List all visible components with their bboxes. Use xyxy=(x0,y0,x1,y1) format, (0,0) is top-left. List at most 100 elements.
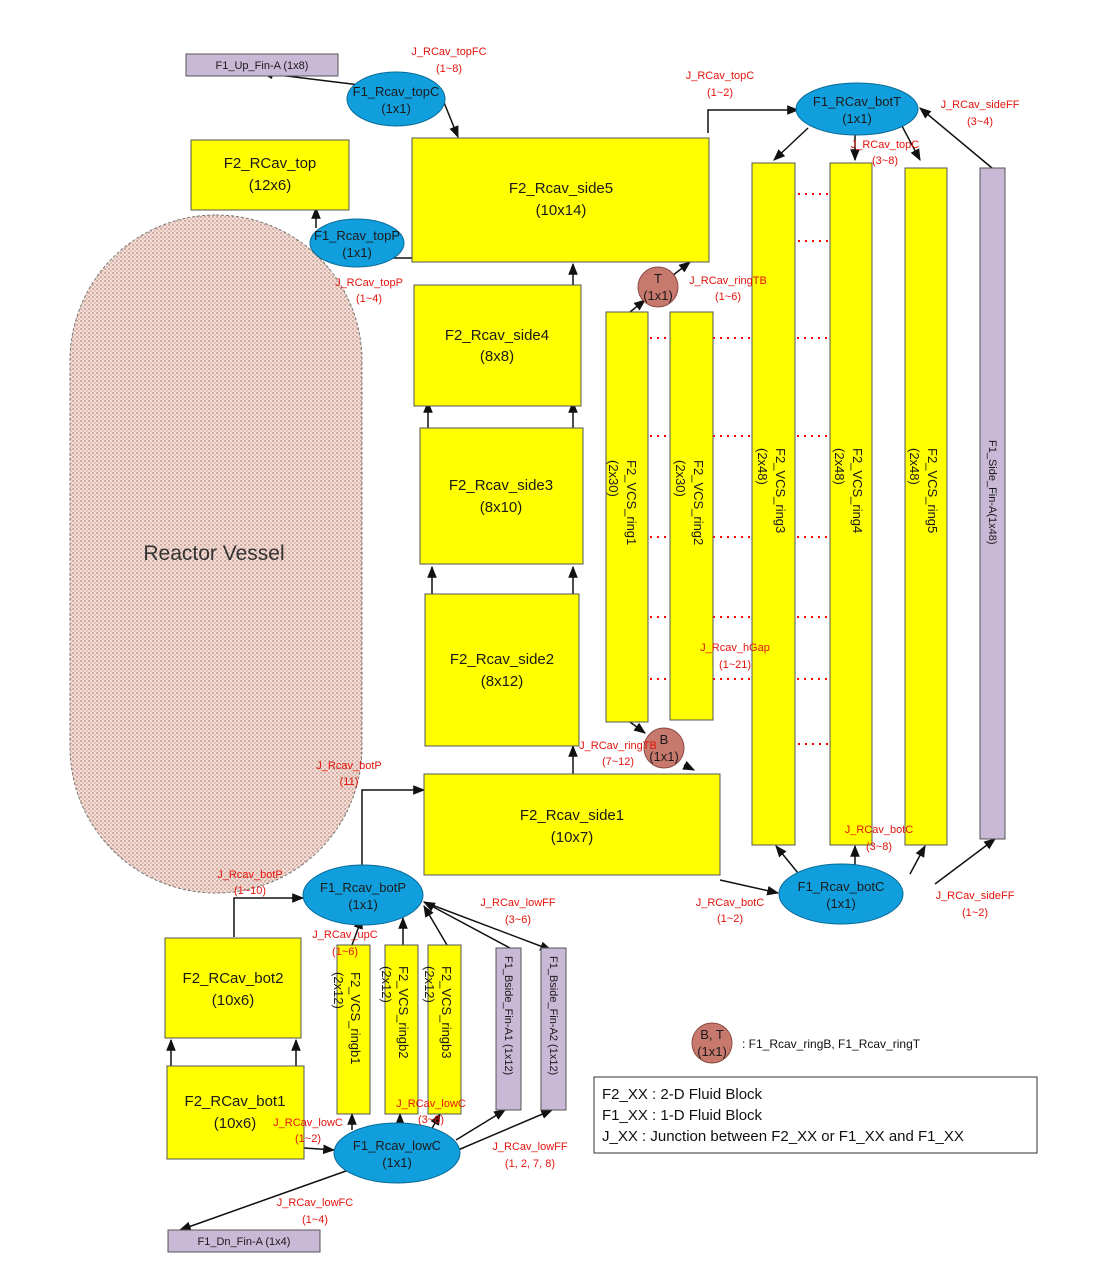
block-bot1-name: F2_RCav_bot1 xyxy=(185,1093,286,1110)
block-bot2-name: F2_RCav_bot2 xyxy=(183,970,284,987)
fin-up xyxy=(185,53,339,77)
fin-bside2-label: F1_Bside_Fin-A2 (1x12) xyxy=(547,956,559,1075)
node-botp-size: (1x1) xyxy=(348,897,378,912)
legend-box xyxy=(593,1076,1038,1154)
block-side3-name: F2_Rcav_side3 xyxy=(449,477,553,494)
block-side1 xyxy=(423,773,721,876)
junction-label: (1~2) xyxy=(962,907,988,919)
legend-ring-node-desc: : F1_Rcav_ringB, F1_Rcav_ringT xyxy=(742,1037,921,1051)
arrow xyxy=(707,105,800,133)
block-side5-name: F2_Rcav_side5 xyxy=(509,180,613,197)
block-ringb3 xyxy=(427,944,462,1115)
junction-label: (1~2) xyxy=(707,87,733,99)
block-ring2 xyxy=(669,311,714,721)
junction-label: (1, 2, 7, 8) xyxy=(505,1158,555,1170)
block-rcav-top-name: F2_RCav_top xyxy=(224,155,317,172)
block-rcav-top-size: (12x6) xyxy=(249,177,292,194)
node-botc xyxy=(778,863,904,925)
block-side1-name: F2_Rcav_side1 xyxy=(520,807,624,824)
legend-ring-node xyxy=(691,1022,733,1064)
fin-bside1-label: F1_Bside_Fin-A1 (1x12) xyxy=(502,956,514,1075)
block-side2-size: (8x12) xyxy=(481,673,524,690)
reactor-vessel-label: Reactor Vessel xyxy=(143,542,284,565)
fin-side-label: F1_Side_Fin-A(1x48) xyxy=(986,440,998,545)
node-ring-bottom-name: B xyxy=(660,732,669,747)
node-lowc-size: (1x1) xyxy=(382,1155,412,1170)
node-botc-size: (1x1) xyxy=(826,896,856,911)
junction-label: (3~4) xyxy=(967,116,993,128)
arrow xyxy=(423,904,448,946)
legend-line: F2_XX : 2-D Fluid Block xyxy=(602,1086,763,1103)
arrow xyxy=(422,901,511,949)
block-side5 xyxy=(411,137,710,263)
arrow xyxy=(457,1109,554,1151)
junction-label: J_RCav_topP xyxy=(335,277,403,289)
junction-label: J_Rcav_botP xyxy=(217,869,282,881)
legend-ring-node-size: (1x1) xyxy=(697,1044,727,1059)
node-topp-size: (1x1) xyxy=(342,245,372,260)
junction-label: J_RCav_sideFF xyxy=(936,890,1015,902)
arrow xyxy=(773,127,809,161)
block-ring4 xyxy=(829,162,873,846)
block-ringb1-label: F2_VCS_ringb1(2x12) xyxy=(331,972,363,1065)
junction-label: (3~8) xyxy=(418,1114,444,1126)
block-rcav-top xyxy=(190,139,350,211)
fin-dn xyxy=(167,1229,321,1253)
arrow xyxy=(178,1165,361,1231)
junction-label: (1~6) xyxy=(715,291,741,303)
block-side4-name: F2_Rcav_side4 xyxy=(445,327,549,344)
node-topc-size: (1x1) xyxy=(381,101,411,116)
block-ring5 xyxy=(904,167,948,846)
junction-label: J_RCav_topFC xyxy=(411,46,486,58)
node-botc-name: F1_Rcav_botC xyxy=(798,879,885,894)
arrow xyxy=(423,901,553,951)
junction-label: J_RCav_botC xyxy=(696,897,765,909)
block-ring3-label: F2_VCS_ring3(2x48) xyxy=(755,448,788,533)
block-side4 xyxy=(413,284,582,407)
legend-ring-node-label: B, T xyxy=(700,1027,724,1042)
arrow xyxy=(361,785,426,880)
arrow xyxy=(919,107,993,169)
node-lowc xyxy=(333,1122,461,1184)
junction-label: J_RCav_upC xyxy=(312,929,377,941)
node-ring-top-name: T xyxy=(654,271,662,286)
junction-label: J_RCav_lowC xyxy=(396,1098,466,1110)
fin-side xyxy=(979,167,1006,840)
block-ring5-label: F2_VCS_ring5(2x48) xyxy=(907,448,940,533)
node-bott-name: F1_RCav_botT xyxy=(813,94,901,109)
arrow xyxy=(303,1144,336,1155)
node-botp xyxy=(302,864,424,926)
node-lowc-name: F1_Rcav_lowC xyxy=(353,1138,441,1153)
block-side2-name: F2_Rcav_side2 xyxy=(450,651,554,668)
junction-label: (11) xyxy=(340,776,359,788)
block-bot1-size: (10x6) xyxy=(214,1115,257,1132)
junction-label: (1~2) xyxy=(295,1133,321,1145)
junction-label: J_RCav_ringTB xyxy=(579,740,657,752)
arrow xyxy=(629,721,646,734)
block-side2 xyxy=(424,593,580,747)
block-ringb2 xyxy=(384,944,419,1115)
node-ring-top-size: (1x1) xyxy=(643,288,673,303)
block-ring2-label: F2_VCS_ring2(2x30) xyxy=(673,460,706,545)
fin-dn-label: F1_Dn_Fin-A (1x4) xyxy=(198,1236,291,1248)
junction-label: (1~8) xyxy=(436,63,462,75)
node-ring-bottom-size: (1x1) xyxy=(649,749,679,764)
node-topp xyxy=(309,218,405,268)
junction-label: J_Rcav_hGap xyxy=(700,642,770,654)
block-side3 xyxy=(419,427,584,565)
junction-label: J_RCav_sideFF xyxy=(941,99,1020,111)
junction-label: J_RCav_lowFF xyxy=(492,1141,567,1153)
arrow xyxy=(442,99,459,139)
junction-label: J_RCav_lowFC xyxy=(277,1197,353,1209)
reactor-vessel xyxy=(69,214,363,894)
block-side5-size: (10x14) xyxy=(536,202,587,219)
junction-label: J_Rcav_botP xyxy=(316,760,381,772)
block-ringb3-label: F2_VCS_ringb3(2x12) xyxy=(422,966,454,1059)
arrow xyxy=(901,125,921,162)
block-ring4-label: F2_VCS_ring4(2x48) xyxy=(832,448,865,533)
block-ring3 xyxy=(751,162,796,846)
node-bott-size: (1x1) xyxy=(842,111,872,126)
node-bott xyxy=(795,82,919,136)
arrow xyxy=(682,760,696,771)
junction-label: (3~8) xyxy=(872,155,898,167)
